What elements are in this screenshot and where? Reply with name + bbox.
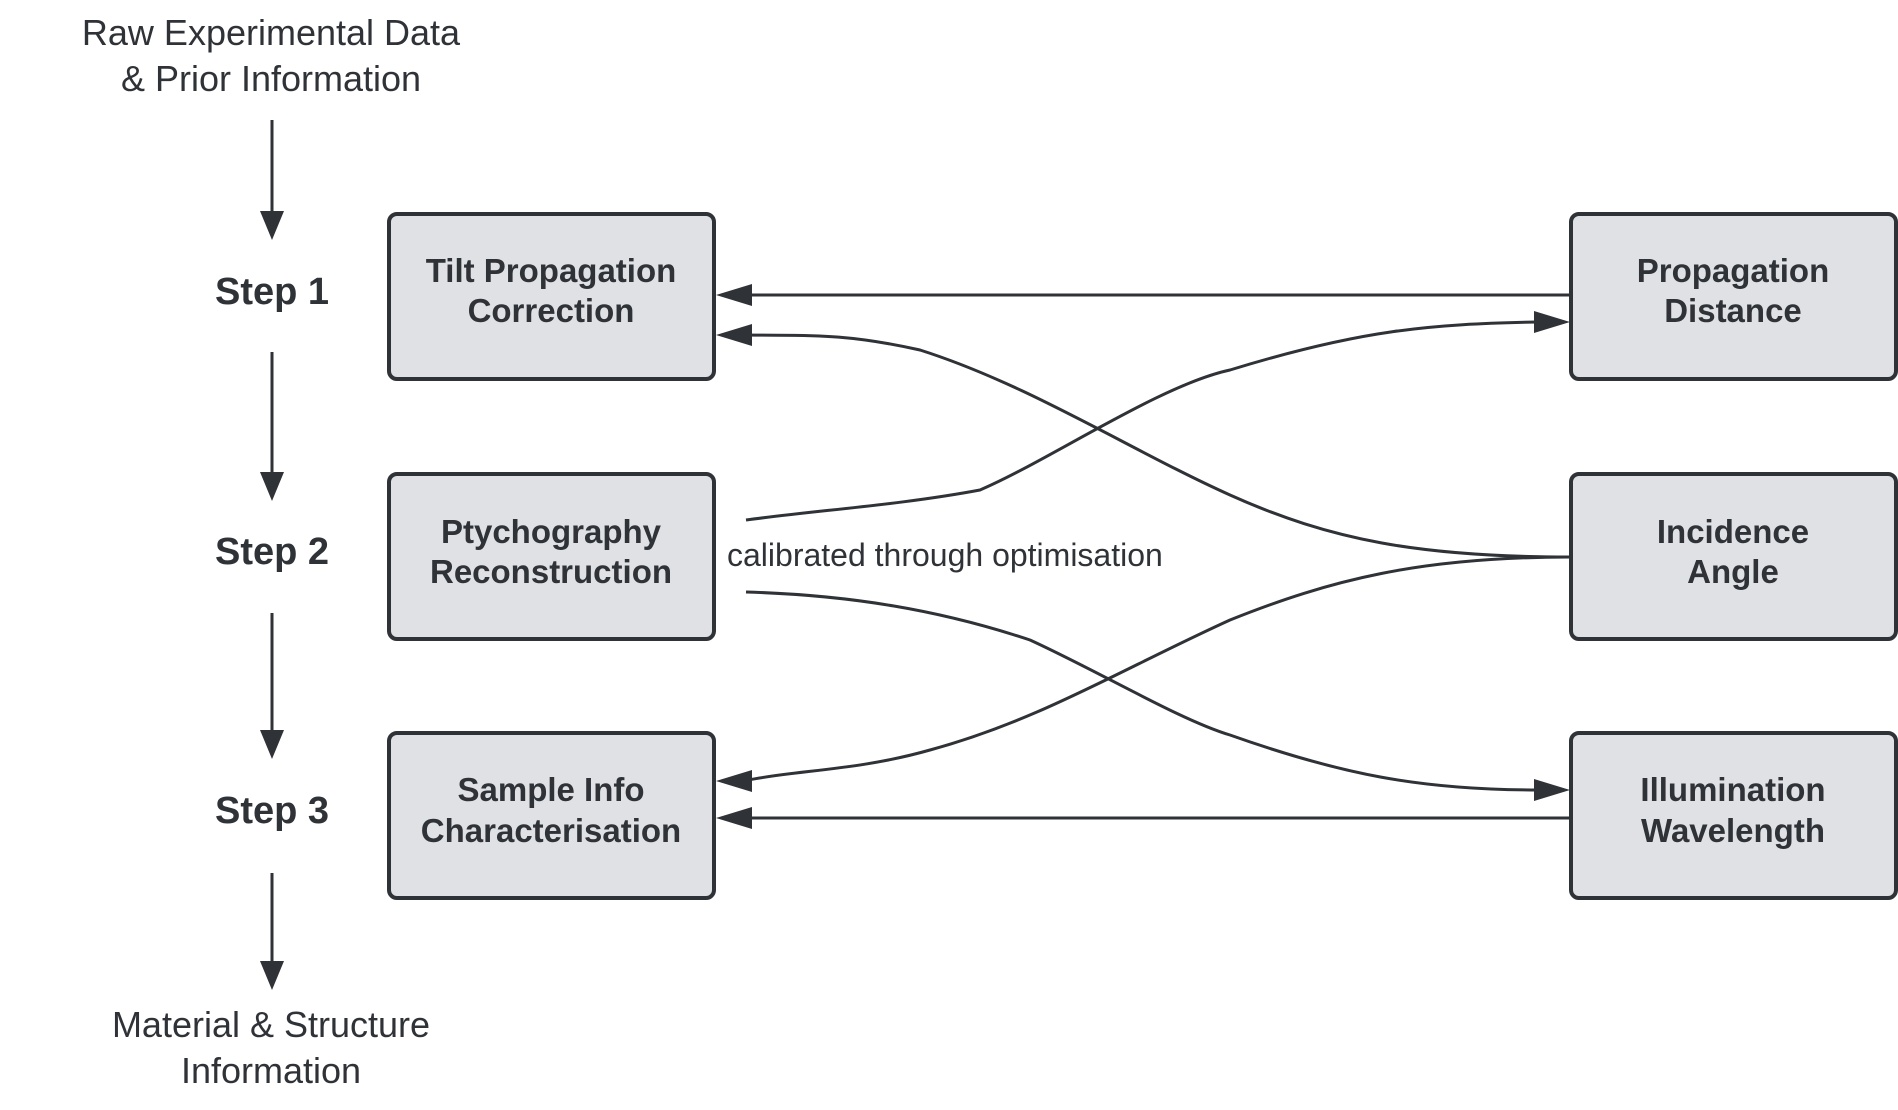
node-ptychography-reconstruction-line1: Ptychography [441,513,662,550]
node-propagation-distance-line1: Propagation [1637,252,1830,289]
node-ptychography-reconstruction: Ptychography Reconstruction [387,472,716,641]
edge-ptychography-to-illumination-wavelength [745,590,1570,801]
node-illumination-wavelength-line1: Illumination [1640,771,1825,808]
node-propagation-distance: Propagation Distance [1569,212,1898,381]
edge-ptychography-to-propagation-distance [745,311,1570,522]
edge-illumination-wavelength-to-sample-info [716,807,1570,829]
flow-arrow-step3-to-output [260,873,284,990]
node-sample-info-characterisation: Sample Info Characterisation [387,731,716,900]
input-label-line2: & Prior Information [121,58,421,99]
node-incidence-angle-line1: Incidence [1657,513,1809,550]
edge-propagation-distance-to-tilt-correction [716,284,1570,306]
step-label-2: Step 2 [215,531,329,573]
node-tilt-propagation-correction: Tilt Propagation Correction [387,212,716,381]
step-label-3: Step 3 [215,790,329,832]
edge-label-calibrated: calibrated through optimisation [727,537,1163,573]
input-label-line1: Raw Experimental Data [82,12,461,53]
flow-arrow-step1-to-step2 [260,352,284,501]
node-illumination-wavelength: Illumination Wavelength [1569,731,1898,900]
flow-arrow-step2-to-step3 [260,613,284,759]
edge-incidence-angle-to-tilt-correction [716,324,1571,559]
step-label-1: Step 1 [215,271,329,313]
node-sample-info-characterisation-line1: Sample Info [457,771,644,808]
node-tilt-propagation-correction-line1: Tilt Propagation [426,252,677,289]
node-illumination-wavelength-line2: Wavelength [1641,812,1825,849]
output-label-line1: Material & Structure [112,1004,430,1045]
node-incidence-angle: Incidence Angle [1569,472,1898,641]
node-propagation-distance-line2: Distance [1664,292,1802,329]
node-sample-info-characterisation-line2: Characterisation [421,812,681,849]
output-label-line2: Information [181,1050,361,1091]
node-incidence-angle-line2: Angle [1687,553,1779,590]
node-tilt-propagation-correction-line2: Correction [468,292,635,329]
node-ptychography-reconstruction-line2: Reconstruction [430,553,672,590]
flow-arrow-input-to-step1 [260,120,284,240]
edge-incidence-angle-to-sample-info [716,555,1571,792]
